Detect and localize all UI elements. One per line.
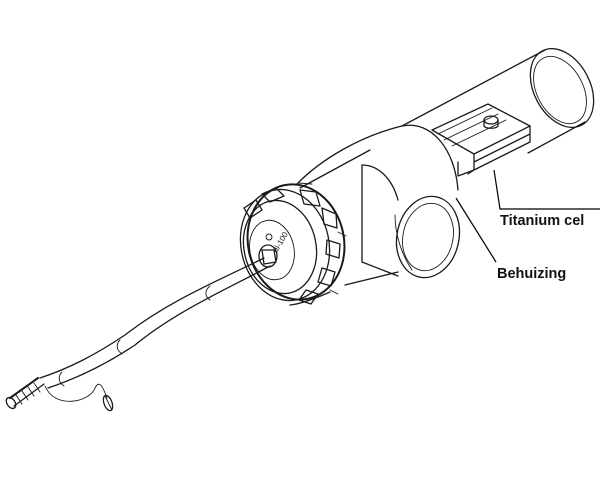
callout-lines — [455, 169, 600, 263]
threaded-cap-ring: dl-100 — [239, 182, 347, 305]
housing-tee — [361, 124, 461, 279]
label-housing: Behuizing — [497, 266, 567, 282]
pipe-body — [289, 48, 595, 306]
cap-marking-text: dl-100 — [271, 230, 290, 254]
titanium-cell-plates — [431, 103, 531, 177]
label-titanium-cell: Titanium cel — [500, 213, 585, 229]
power-cable — [5, 257, 271, 412]
